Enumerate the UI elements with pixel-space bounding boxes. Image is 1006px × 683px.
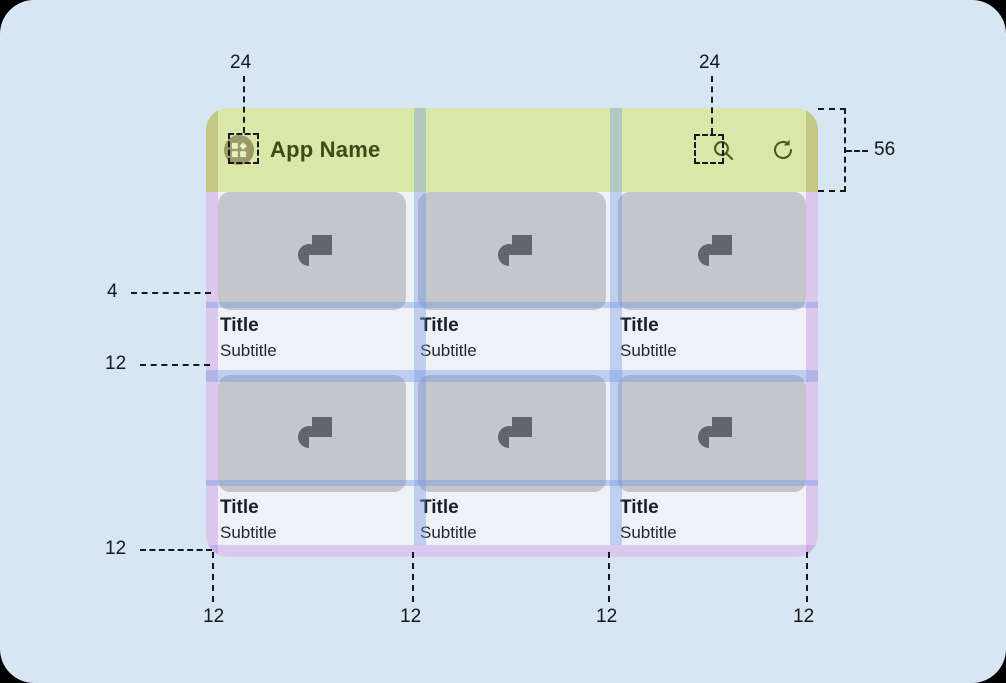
image-placeholder-icon xyxy=(418,374,606,493)
card-text: Title Subtitle xyxy=(418,310,606,363)
annotation-box-logo-icon xyxy=(228,133,259,164)
card-title: Title xyxy=(620,314,659,336)
card-subtitle: Subtitle xyxy=(620,523,677,543)
card-text: Title Subtitle xyxy=(618,310,806,363)
image-placeholder-icon xyxy=(218,374,406,493)
annotation-label-bottom-pad: 12 xyxy=(105,538,127,559)
annotation-leader-col-3 xyxy=(608,552,610,602)
annotation-leader-title-gap xyxy=(131,292,211,294)
card-subtitle: Subtitle xyxy=(620,340,677,360)
app-bar: App Name xyxy=(206,108,818,192)
annotation-label-col-2: 12 xyxy=(400,606,422,627)
card[interactable]: Title Subtitle xyxy=(618,192,806,363)
card-grid: Title Subtitle Title Subtitle xyxy=(206,192,818,557)
card[interactable]: Title Subtitle xyxy=(218,192,406,363)
card-subtitle: Subtitle xyxy=(420,523,477,543)
search-icon[interactable] xyxy=(710,137,736,163)
image-placeholder-icon xyxy=(618,192,806,310)
annotation-label-icon-right: 24 xyxy=(699,52,721,73)
card-text: Title Subtitle xyxy=(618,492,806,545)
app-title: App Name xyxy=(270,137,381,162)
image-placeholder-icon xyxy=(418,192,606,310)
card-text: Title Subtitle xyxy=(218,492,406,545)
card-title: Title xyxy=(220,314,259,336)
annotation-leader-appbar-height xyxy=(846,150,868,152)
card-text: Title Subtitle xyxy=(218,310,406,363)
annotation-leader-col-4 xyxy=(806,552,808,602)
annotation-label-row-gap: 12 xyxy=(105,353,127,374)
annotation-label-col-4: 12 xyxy=(793,606,815,627)
card[interactable]: Title Subtitle xyxy=(618,374,806,546)
card-title: Title xyxy=(420,497,459,519)
annotation-leader-col-1 xyxy=(212,552,214,602)
annotation-leader-bottom-pad xyxy=(140,549,212,551)
image-placeholder-icon xyxy=(218,192,406,310)
card-text: Title Subtitle xyxy=(418,492,606,545)
annotation-leader-col-2 xyxy=(412,552,414,602)
image-placeholder-icon xyxy=(618,374,806,493)
annotation-bracket-appbar-height xyxy=(818,108,846,192)
card-title: Title xyxy=(620,497,659,519)
app-bar-actions xyxy=(710,137,818,163)
card[interactable]: Title Subtitle xyxy=(218,374,406,546)
annotation-leader-icon-right xyxy=(711,76,713,134)
annotation-label-title-gap: 4 xyxy=(107,281,118,302)
annotation-label-appbar-height: 56 xyxy=(874,139,896,160)
card-subtitle: Subtitle xyxy=(220,340,277,360)
annotation-label-col-3: 12 xyxy=(596,606,618,627)
annotation-label-col-1: 12 xyxy=(203,606,225,627)
annotation-leader-icon-left xyxy=(243,76,245,133)
annotation-label-icon-left: 24 xyxy=(230,52,252,73)
card-subtitle: Subtitle xyxy=(220,523,277,543)
app-bar-leading: App Name xyxy=(206,135,380,165)
annotation-box-search-icon xyxy=(694,134,724,164)
annotation-leader-row-gap xyxy=(140,364,210,366)
card-title: Title xyxy=(220,497,259,519)
card-subtitle: Subtitle xyxy=(420,340,477,360)
card[interactable]: Title Subtitle xyxy=(418,192,606,363)
card[interactable]: Title Subtitle xyxy=(418,374,606,546)
refresh-icon[interactable] xyxy=(770,137,796,163)
card-title: Title xyxy=(420,314,459,336)
